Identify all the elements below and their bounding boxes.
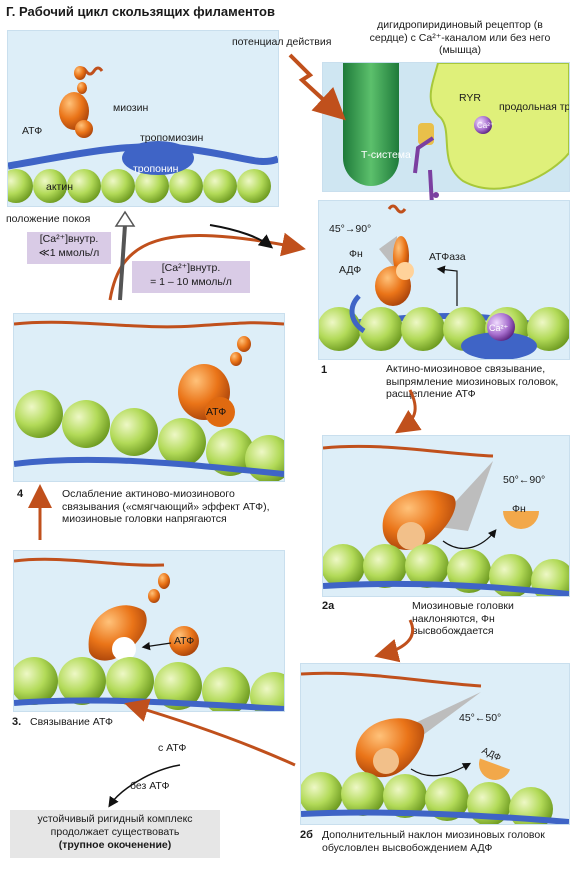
step1-pi: Фн bbox=[349, 248, 363, 260]
step3-panel: АТФ bbox=[13, 550, 285, 712]
step1-angle: 45°→90° bbox=[329, 223, 372, 235]
troponin-label: тропонин bbox=[133, 163, 179, 175]
rest-panel: миозин АТФ тропомиозин актин тропонин bbox=[7, 30, 279, 207]
rigor-text: устойчивый ригидный комплекс продолжает … bbox=[37, 813, 193, 838]
ca-high-box: [Ca²⁺]внутр. = 1 – 10 ммоль/л bbox=[132, 261, 250, 293]
step2a-angle: 50°←90° bbox=[503, 474, 546, 486]
step2a-illustration bbox=[323, 444, 569, 596]
excitation-panel: RYR продольная трубочка Ca²⁺ Т-система bbox=[322, 62, 570, 192]
tubule-label: продольная трубочка bbox=[499, 101, 570, 113]
rest-position-label: положение покоя bbox=[6, 213, 91, 225]
atp-label: АТФ bbox=[22, 125, 43, 137]
ca-high-line1: [Ca²⁺]внутр. bbox=[161, 262, 221, 274]
step2b-number: 2б bbox=[300, 829, 313, 841]
step2a-panel: 50°←90° Фн bbox=[322, 435, 570, 597]
without-atp-label: без АТФ bbox=[130, 780, 170, 792]
excitation-ca-label: Ca²⁺ bbox=[477, 121, 495, 130]
ca-low-line2: ≪1 ммоль/л bbox=[38, 247, 100, 259]
step1-number: 1 bbox=[321, 364, 328, 376]
step3-number: 3. bbox=[12, 716, 22, 728]
step1-adp: АДФ bbox=[339, 264, 362, 276]
step2b-panel: 45°←50° АДФ bbox=[300, 663, 570, 825]
receptor-label: дигидропиридиновый рецептор (в сердце) с… bbox=[369, 19, 551, 56]
step4-panel: АТФ bbox=[13, 313, 285, 482]
actin-filament bbox=[8, 169, 271, 203]
action-potential-label: потенциал действия bbox=[232, 36, 332, 48]
diagram-title: Г. Рабочий цикл скользящих филаментов bbox=[6, 4, 275, 19]
step1-ca: Ca²⁺ bbox=[489, 323, 509, 333]
step2b-illustration bbox=[301, 671, 569, 824]
step3-atp: АТФ bbox=[174, 635, 195, 647]
step3-caption: Связывание АТФ bbox=[30, 716, 114, 728]
actin-label: актин bbox=[46, 181, 74, 193]
step3-illustration bbox=[14, 557, 284, 711]
step2a-number: 2а bbox=[322, 600, 335, 612]
ca-low-line1: [Ca²⁺]внутр. bbox=[39, 233, 99, 245]
step2a-caption: Миозиновые головки наклоняются, Фн высво… bbox=[412, 600, 514, 637]
step4-atp: АТФ bbox=[206, 406, 227, 418]
with-atp-label: с АТФ bbox=[158, 742, 187, 754]
ryr-label: RYR bbox=[459, 92, 481, 104]
myosin-label: миозин bbox=[113, 102, 149, 114]
t-system-label: Т-система bbox=[361, 149, 411, 161]
step4-illustration bbox=[14, 320, 284, 481]
step1-caption: Актино-миозиновое связывание, выпрямлени… bbox=[386, 363, 559, 400]
step2a-pi: Фн bbox=[512, 503, 526, 515]
ca-low-box: [Ca²⁺]внутр. ≪1 ммоль/л bbox=[27, 232, 111, 264]
rest-illustration bbox=[8, 66, 278, 203]
step1-atpase: АТФаза bbox=[429, 251, 466, 263]
step4-number: 4 bbox=[17, 488, 24, 500]
excitation-illustration bbox=[343, 63, 569, 190]
rigor-bold-text: (трупное окоченение) bbox=[58, 839, 172, 851]
step4-caption: Ослабление актиново-миозинового связыван… bbox=[62, 488, 270, 525]
step1-illustration bbox=[319, 204, 569, 359]
step1-panel: 45°→90° Фн АДФ АТФаза Ca²⁺ bbox=[318, 200, 570, 360]
rigor-box: устойчивый ригидный комплекс продолжает … bbox=[10, 810, 220, 858]
ca-high-line2: = 1 – 10 ммоль/л bbox=[150, 276, 232, 288]
step2b-caption: Дополнительный наклон миозиновых головок… bbox=[322, 829, 545, 854]
tropomyosin-label: тропомиозин bbox=[140, 132, 204, 144]
step2b-angle: 45°←50° bbox=[459, 712, 502, 724]
